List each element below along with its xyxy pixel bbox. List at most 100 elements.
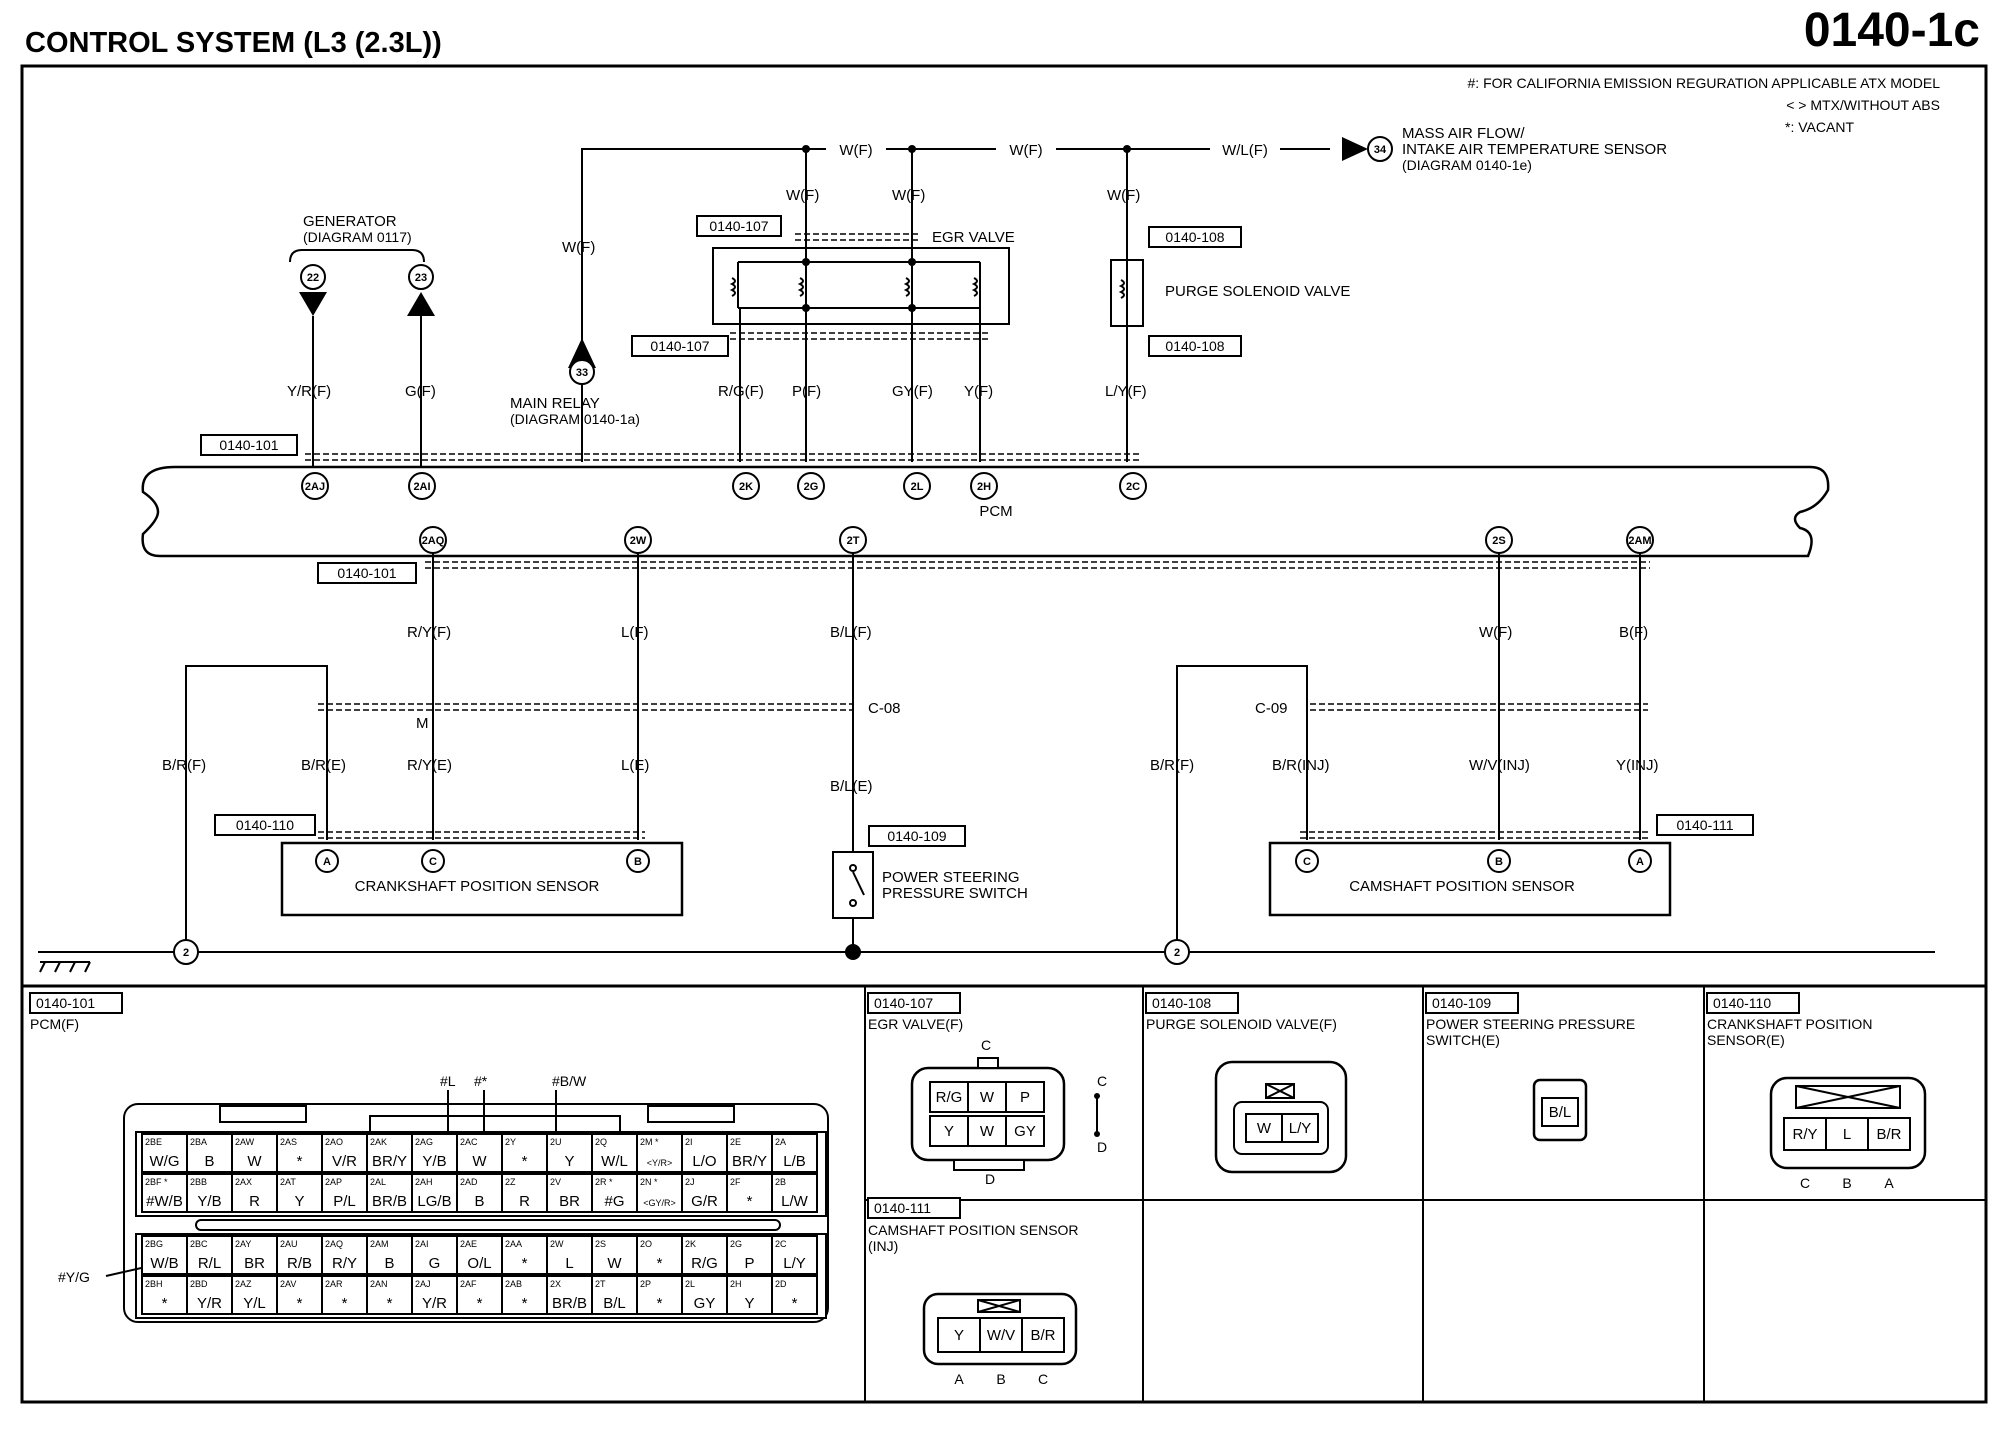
pcm-pin-code: 2A [775, 1137, 786, 1147]
egr-valve-box [712, 247, 1010, 325]
pcm-pin-color: * [387, 1295, 393, 1312]
ps-connector-face [1532, 1078, 1588, 1142]
pcm-pin-color: * [477, 1295, 483, 1312]
wire-label: B(F) [1619, 624, 1648, 641]
pcm-pin-cell [726, 1133, 773, 1173]
switch-icon [852, 871, 865, 896]
cam-pin-label: B/R [1030, 1327, 1055, 1344]
pcm-pin-code: 2AD [460, 1177, 478, 1187]
pcm-pin-code: 2R * [595, 1177, 613, 1187]
egr-pin-c: C [981, 1037, 991, 1053]
maf-label: INTAKE AIR TEMPERATURE SENSOR [1402, 141, 1667, 158]
pcm-pin-color: B/L [603, 1295, 626, 1312]
pcm-label: PCM [979, 503, 1012, 520]
pcm-pin-color: V/R [332, 1153, 357, 1170]
pcm-pin-code: 2K [685, 1239, 696, 1249]
wire-label: W(F) [839, 142, 872, 159]
wire-label: G(F) [405, 383, 436, 400]
pcm-pin-code: 2D [775, 1279, 787, 1289]
pcm-pin-color: #W/B [146, 1193, 183, 1210]
note-california: #: FOR CALIFORNIA EMISSION REGURATION AP… [1468, 75, 1941, 91]
pcm-callout-bw: #B/W [552, 1073, 587, 1089]
pcm-pin-cell [231, 1173, 278, 1213]
camshaft-sensor-label: CAMSHAFT POSITION SENSOR [1349, 878, 1575, 895]
pcm-pin-code: 2F [730, 1177, 741, 1187]
main-relay-label: MAIN RELAY [510, 395, 600, 412]
pcm-pin-code: 2AT [280, 1177, 296, 1187]
pcm-pin-cell [681, 1275, 728, 1315]
pcm-pin-cell [591, 1275, 638, 1315]
pcm-pin-color: O/L [467, 1255, 491, 1272]
panel-title: POWER STEERING PRESSURE [1426, 1016, 1635, 1032]
ref-label: 0140-109 [887, 828, 946, 844]
pcm-pin-cells: 2BEW/G2BAB2AWW2AS*2AOV/R2AKBR/Y2AGY/B2AC… [141, 1133, 818, 1315]
panel-title: CRANKSHAFT POSITION [1707, 1016, 1872, 1032]
crank-pin-letter: C [1800, 1175, 1810, 1191]
egr-connector-face [910, 1057, 1100, 1171]
panel-title: PURGE SOLENOID VALVE(F) [1146, 1016, 1337, 1032]
pcm-pin-code: 2Y [505, 1137, 516, 1147]
pcm-pin-code: 2P [640, 1279, 651, 1289]
wire-label: B/R(F) [1150, 757, 1194, 774]
wire-label: R/G(F) [718, 383, 764, 400]
note-mtx: < > MTX/WITHOUT ABS [1786, 97, 1940, 113]
cam-pin-letter: A [954, 1371, 964, 1387]
pin-label: 2AJ [305, 481, 325, 493]
pcm-pin-cell [321, 1173, 368, 1213]
pcm-pin-color: #G [604, 1193, 624, 1210]
circle-number: 22 [307, 272, 319, 284]
pcm-pin-color: R/L [198, 1255, 221, 1272]
note-vacant: *: VACANT [1785, 119, 1854, 135]
pcm-pin-color: * [747, 1193, 753, 1210]
pcm-pin-code: 2AR [325, 1279, 343, 1289]
crankshaft-sensor-label: CRANKSHAFT POSITION SENSOR [355, 878, 600, 895]
pcm-pin-color: Y/R [422, 1295, 447, 1312]
panel-title: EGR VALVE(F) [868, 1016, 963, 1032]
pcm-pin-color: * [657, 1255, 663, 1272]
pcm-pin-code: 2AF [460, 1279, 477, 1289]
pcm-pin-code: 2G [730, 1239, 742, 1249]
pcm-pin-color: G [429, 1255, 441, 1272]
ref-label: 0140-107 [650, 338, 709, 354]
egr-coils [729, 214, 981, 462]
ref-box [1148, 335, 1242, 357]
egr-pin-label: R/G [936, 1089, 963, 1106]
wire-label: W(F) [1479, 624, 1512, 641]
pin-label: 2L [911, 481, 924, 493]
pcm-pin-code: 2BG [145, 1239, 163, 1249]
egr-pin-label: GY [1014, 1123, 1036, 1140]
pcm-pin-color: B [204, 1153, 214, 1170]
panel-title: PCM(F) [30, 1016, 79, 1032]
panel-ref: 0140-110 [1713, 995, 1771, 1011]
page-title: CONTROL SYSTEM (L3 (2.3L)) [25, 27, 442, 59]
connector-c09-label: C-09 [1255, 700, 1288, 717]
pcm-pin-color: W/B [150, 1255, 178, 1272]
splice-m-label: M [416, 715, 429, 732]
pcm-pin-cell [636, 1133, 683, 1173]
pcm-pin-cell [231, 1133, 278, 1173]
pcm-pin-color: <GY/R> [643, 1198, 676, 1208]
pcm-pin-code: 2BD [190, 1279, 208, 1289]
pcm-pin-code: 2AM [370, 1239, 389, 1249]
pcm-pin-color: Y/L [243, 1295, 266, 1312]
pcm-pin-code: 2AS [280, 1137, 297, 1147]
cam-connector-face [922, 1292, 1078, 1366]
crank-pin-label: B/R [1876, 1126, 1901, 1143]
pcm-pin-cell [501, 1275, 548, 1315]
crank-pin-label: R/Y [1792, 1126, 1817, 1143]
wire-label: W/L(F) [1222, 142, 1268, 159]
wire-label: W(F) [786, 187, 819, 204]
ref-box [1656, 814, 1754, 836]
crankshaft-sensor-box [280, 841, 684, 917]
pcm-pin-code: 2AO [325, 1137, 343, 1147]
generator-bracket [289, 249, 425, 263]
pcm-pin-code: 2J [685, 1177, 695, 1187]
pcm-pin-cell [276, 1235, 323, 1275]
wire-label: Y(F) [964, 383, 993, 400]
generator-ref: (DIAGRAM 0117) [303, 229, 412, 245]
pcm-pin-color: Y/B [197, 1193, 221, 1210]
pcm-pin-code: 2AC [460, 1137, 478, 1147]
pcm-pin-cell [771, 1173, 818, 1213]
